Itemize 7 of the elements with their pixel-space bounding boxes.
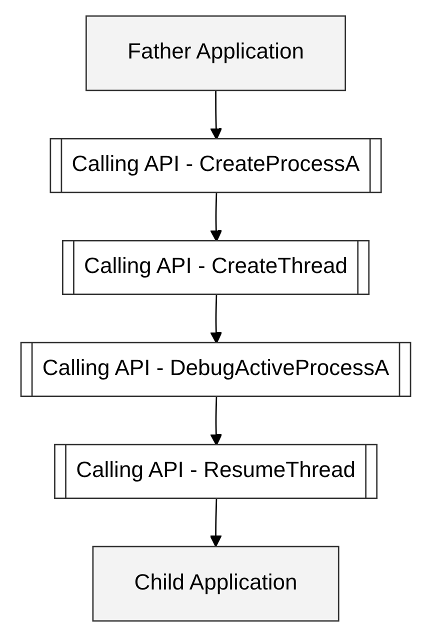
node-box: Child Application — [92, 546, 340, 622]
arrow — [210, 397, 222, 446]
arrow — [209, 498, 222, 548]
node-box: Father Application — [85, 15, 346, 92]
arrow — [210, 193, 222, 242]
arrow — [210, 295, 222, 344]
arrow — [210, 90, 222, 140]
